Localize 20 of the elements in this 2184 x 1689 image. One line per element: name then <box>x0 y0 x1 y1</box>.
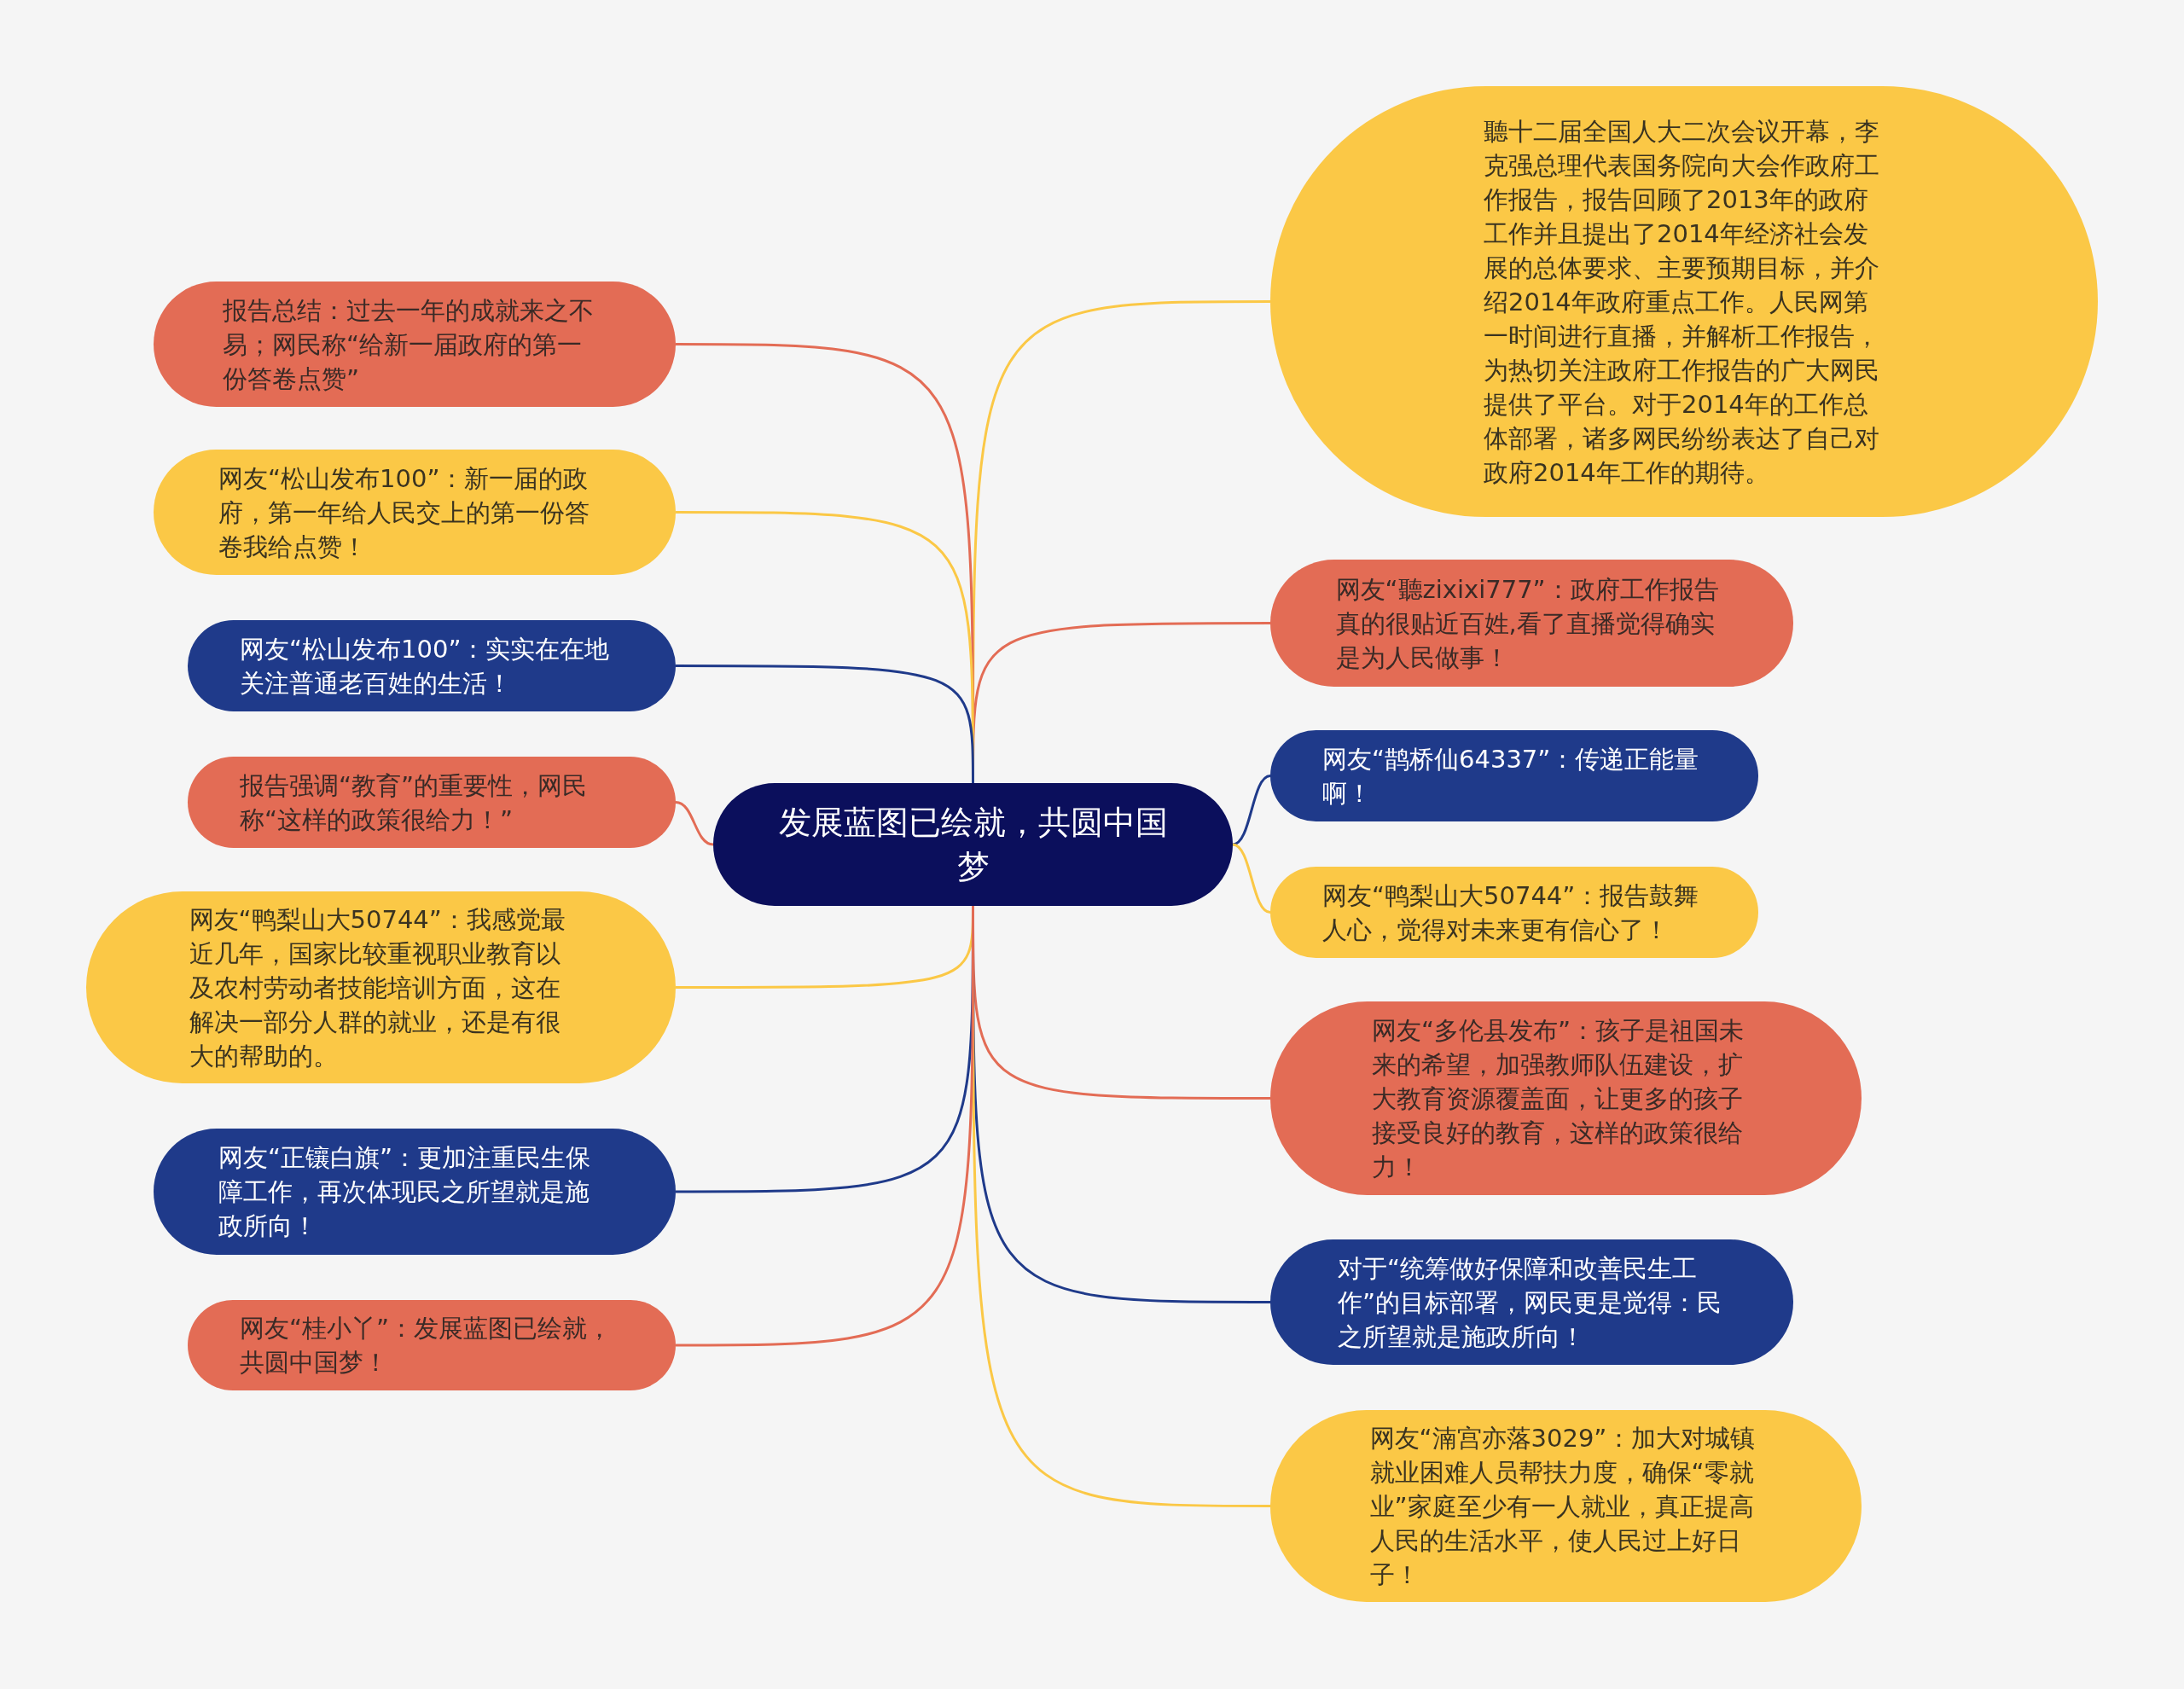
central-topic-text: 发展蓝图已绘就，共圆中国梦 <box>777 803 1169 887</box>
bubble-text: 网友“湳宫亦落3029”：加大对城镇就业困难人员帮扶力度，确保“零就业”家庭至少有一人就业，真正提高人民的生活水平，使人民过上好日子！ <box>1369 1422 1757 1591</box>
bubble-text: 网友“鹊桥仙64337”：传递正能量啊！ <box>1322 743 1700 810</box>
connector-line <box>676 906 974 1347</box>
connector-line <box>675 801 714 846</box>
bubble-text: 聽十二届全国人大二次会议开幕，李克强总理代表国务院向大会作政府工作报告，报告回顾了2013年的政府工作并且提出了2014年经济社会发展的总体要求、主要预期目标，并介绍2014年政府重点工作。人民网第一时间进行直播，并解析工作报告，为热切关注政府工作报告的广大网民提供了平台。对于2014年的工作总体部署，诸多网民纷纷表达了自己对政府2014年工作的期待。 <box>1484 115 1880 489</box>
bubble-text: 报告总结：过去一年的成就来之不易；网民称“给新一届政府的第一份答卷点赞” <box>223 294 595 395</box>
bubble-text: 网友“聽zixixi777”：政府工作报告真的很贴近百姓,看了直播觉得确实是为人民做事！ <box>1335 573 1720 674</box>
bubble-text: 对于“统筹做好保障和改善民生工作”的目标部署，网民更是觉得：民之所望就是施政所向！ <box>1338 1252 1723 1353</box>
bubble-text: 网友“松山发布100”：新一届的政府，第一年给人民交上的第一份答卷我给点赞！ <box>218 462 590 563</box>
connector-line <box>1232 843 1271 914</box>
bubble-text: 网友“正镶白旗”：更加注重民生保障工作，再次体现民之所望就是施政所向！ <box>218 1142 592 1242</box>
bubble-text: 网友“桂小丫”：发展蓝图已绘就，共圆中国梦！ <box>240 1313 613 1378</box>
bubble-text: 网友“鸭梨山大50744”：我感觉最近几年，国家比较重视职业教育以及农村劳动者技能培训方面，这在解决一部分人群的就业，还是有很大的帮助的。 <box>189 903 566 1072</box>
bubble-text: 报告强调“教育”的重要性，网民称“这样的政策很给力！” <box>240 769 589 836</box>
connector-line <box>1232 775 1271 846</box>
bubble-text: 网友“鸭梨山大50744”：报告鼓舞人心，觉得对未来更有信心了！ <box>1322 879 1700 946</box>
bubble-text: 网友“松山发布100”：实实在在地关注普通老百姓的生活！ <box>240 633 611 699</box>
connector-line <box>676 665 974 783</box>
bubble-text: 网友“多伦县发布”：孩子是祖国未来的希望，加强教师队伍建设，扩大教育资源覆盖面，让更多的孩子接受良好的教育，这样的政策很给力！ <box>1372 1014 1745 1183</box>
